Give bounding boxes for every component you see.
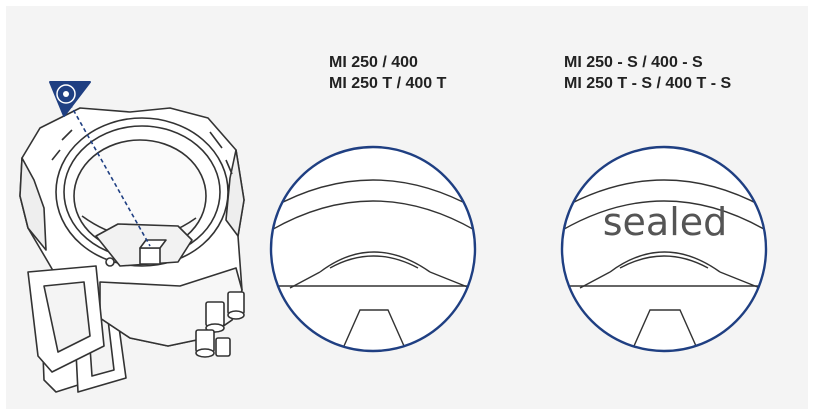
cable-connectors (195, 291, 245, 358)
sealed-overlay-text: sealed (602, 200, 728, 244)
model-label-standard: MI 250 / 400 MI 250 T / 400 T (329, 52, 446, 94)
model-label-line: MI 250 / 400 (329, 54, 418, 71)
meter-housing (19, 107, 245, 393)
model-label-line: MI 250 T - S / 400 T - S (564, 75, 732, 92)
detail-view-standard (269, 145, 477, 353)
model-label-line: MI 250 - S / 400 - S (564, 54, 703, 71)
eye-viewpoint-icon (49, 81, 91, 117)
viewing-line (69, 103, 151, 247)
detail-view-sealed (560, 145, 768, 353)
model-label-line: MI 250 T / 400 T (329, 75, 447, 92)
model-label-sealed: MI 250 - S / 400 - S MI 250 T - S / 400 … (564, 52, 731, 94)
